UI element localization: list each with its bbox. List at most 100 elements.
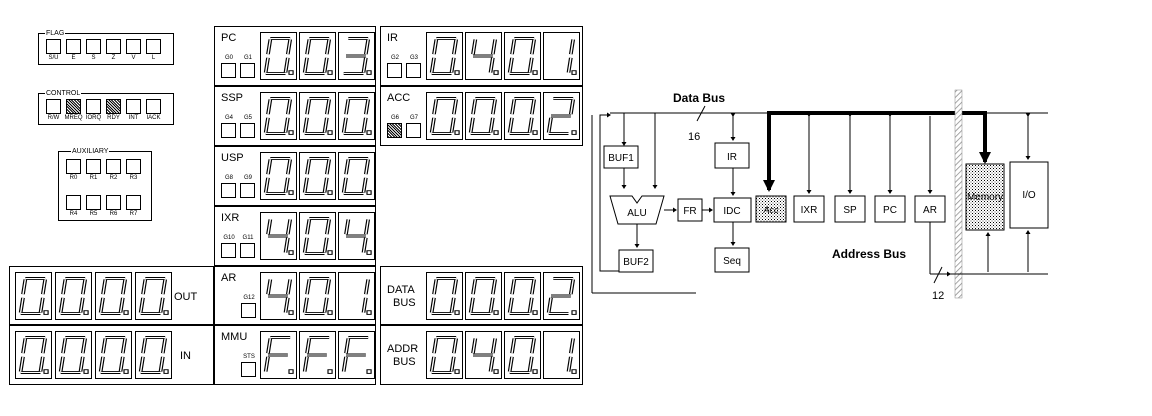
in-panel: IN (9, 325, 214, 385)
ar-digit (260, 272, 297, 320)
flag-bit-label: E (71, 55, 76, 61)
in-digit (95, 331, 132, 379)
ssp-gate-g4 (221, 123, 236, 138)
ir-register-label: IR (387, 32, 398, 44)
ixr-digit (338, 212, 375, 260)
ixr-gate-label: G10 (223, 235, 235, 241)
addrbus-digit (426, 331, 463, 379)
register-panel-ixr: IXR G10 G11 (214, 206, 376, 266)
alu-label: ALU (627, 208, 646, 219)
addrbus-digit (543, 331, 580, 379)
data-bus-width: 16 (688, 131, 700, 143)
aux-register-label: R1 (89, 175, 98, 181)
io-label: I/O (1022, 190, 1036, 201)
pc-digit (299, 32, 336, 80)
auxiliary-title: AUXILIARY (71, 148, 110, 155)
out-digit (95, 272, 132, 320)
acc-digit (465, 92, 502, 140)
ir-gate-g2 (387, 63, 402, 78)
control-bit-r-w (46, 99, 61, 114)
mmu-register-label: MMU (221, 331, 248, 343)
databus-label-line1: DATA (387, 284, 415, 296)
acc-register-label: ACC (387, 92, 411, 104)
ar-digit (299, 272, 336, 320)
ssp-gate-label: G4 (224, 115, 233, 121)
flag-bit-e (66, 39, 81, 54)
aux-register-r5 (86, 195, 101, 210)
acc-gate-label: G6 (390, 115, 399, 121)
ar-gate-label: G12 (243, 295, 255, 301)
ssp-gate-g5 (240, 123, 255, 138)
addrbus-label-line1: ADDR (387, 343, 419, 355)
addrbus-digit (465, 331, 502, 379)
usp-register-label: USP (221, 152, 244, 164)
addrbus-digit (504, 331, 541, 379)
control-bit-iorq (86, 99, 101, 114)
aux-register-label: R0 (69, 175, 78, 181)
flag-bit-z (106, 39, 121, 54)
ir-digit (543, 32, 580, 80)
pc-digit (338, 32, 375, 80)
flag-bit-v (126, 39, 141, 54)
data-bus-label: Data Bus (673, 91, 725, 105)
ir-digit (504, 32, 541, 80)
register-panel-ssp: SSP G4 G5 (214, 86, 376, 146)
out-digit (55, 272, 92, 320)
ir-block-label: IR (727, 152, 737, 163)
flag-bit-label: L (151, 55, 156, 61)
ixr-register-label: IXR (221, 212, 240, 224)
pc-digit (260, 32, 297, 80)
control-bit-int (126, 99, 141, 114)
ixr-gate-label: G11 (242, 235, 254, 241)
in-digit (15, 331, 52, 379)
control-bit-iack (146, 99, 161, 114)
ssp-register-label: SSP (221, 92, 244, 104)
control-bit-label: IORQ (85, 115, 102, 121)
aux-register-r7 (126, 195, 141, 210)
ssp-gate-label: G5 (243, 115, 252, 121)
aux-register-r4 (66, 195, 81, 210)
pc-gate-label: G1 (243, 55, 252, 61)
flag-bit-label: Z (111, 55, 116, 61)
ir-gate-label: G3 (409, 55, 418, 61)
acc-digit (426, 92, 463, 140)
acc-block-label: Acc (762, 205, 779, 215)
pc-gate-g0 (221, 63, 236, 78)
out-digit (135, 272, 172, 320)
ssp-digit (338, 92, 375, 140)
buf2-label: BUF2 (623, 257, 649, 268)
ssp-digit (299, 92, 336, 140)
aux-register-label: R3 (129, 175, 138, 181)
seq-label: Seq (723, 256, 741, 267)
pc-gate-label: G0 (224, 55, 233, 61)
addrbus-label-line2: BUS (393, 356, 416, 368)
out-panel: OUT (9, 266, 214, 325)
ixr-gate-g11 (240, 243, 255, 258)
ixr-gate-g10 (221, 243, 236, 258)
acc-digit (543, 92, 580, 140)
ar-block-label: AR (923, 205, 937, 216)
ixr-block-label: IXR (801, 205, 818, 216)
flag-bit-label: S/U (48, 55, 59, 61)
ir-digit (465, 32, 502, 80)
aux-register-r3 (126, 159, 141, 174)
usp-digit (338, 152, 375, 200)
mmu-digit (260, 331, 297, 379)
in-digit (55, 331, 92, 379)
flag-title: FLAG (45, 30, 66, 37)
mmu-gate-sts (241, 362, 256, 377)
control-title: CONTROL (45, 90, 82, 97)
databus-digit (465, 272, 502, 320)
databus-digit (504, 272, 541, 320)
control-bit-rdy (106, 99, 121, 114)
ar-gate-g12 (241, 303, 256, 318)
control-bit-mreq (66, 99, 81, 114)
usp-gate-label: G8 (224, 175, 233, 181)
